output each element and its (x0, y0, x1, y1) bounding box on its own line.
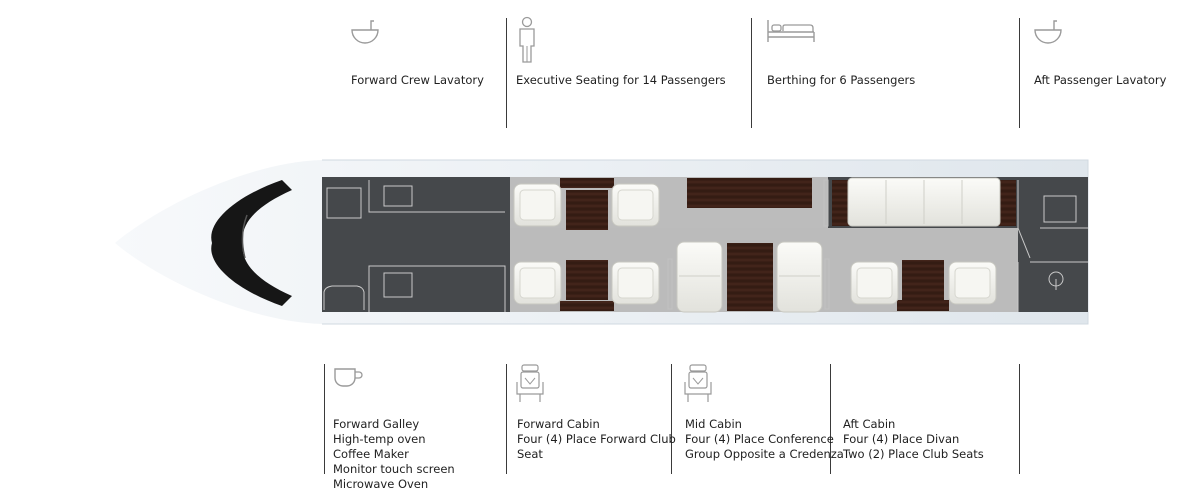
windshield (211, 180, 292, 306)
seat-icon (516, 364, 544, 402)
feature-line: Group Opposite a Credenza (685, 447, 844, 461)
feature-title: Mid Cabin (685, 417, 742, 431)
top-label-berthing: Berthing for 6 Passengers (767, 73, 916, 87)
top-label-forward-crew-lavatory: Forward Crew Lavatory (351, 73, 484, 87)
feature-title: Forward Galley (333, 417, 420, 431)
sink-icon (351, 20, 379, 44)
feature-line: Four (4) Place Forward Club (517, 432, 676, 446)
divider-bottom-3 (671, 364, 672, 474)
seat (513, 261, 562, 305)
bottom-label-mid-cabin: Mid Cabin Four (4) Place Conference Grou… (685, 417, 844, 462)
feature-line: Microwave Oven (333, 477, 429, 491)
seat (611, 183, 660, 227)
seat (611, 261, 660, 305)
aft-lavatory (1017, 180, 1088, 312)
feature-line: Monitor touch screen (333, 462, 455, 476)
divider-top-2 (751, 18, 752, 128)
bottom-label-aft-cabin: Aft Cabin Four (4) Place Divan Two (2) P… (843, 417, 984, 462)
seat (948, 261, 997, 305)
seat (776, 241, 823, 313)
club-seats (513, 183, 997, 313)
feature-line: Seat (517, 447, 543, 461)
bed-icon (767, 20, 815, 42)
top-label-executive-seating: Executive Seating for 14 Passengers (516, 73, 726, 87)
feature-line: Two (2) Place Club Seats (843, 447, 984, 461)
bottom-label-forward-cabin: Forward Cabin Four (4) Place Forward Clu… (517, 417, 676, 462)
divider-bottom-5 (1019, 364, 1020, 474)
seat (513, 183, 562, 227)
top-label-aft-passenger-lavatory: Aft Passenger Lavatory (1034, 73, 1167, 87)
bottom-label-forward-galley: Forward Galley High-temp oven Coffee Mak… (333, 417, 455, 492)
coffee-cup-icon (334, 368, 363, 387)
seat-icon (684, 364, 712, 402)
seat (850, 261, 899, 305)
sink-icon (1034, 20, 1062, 44)
divider-bottom-1 (324, 364, 325, 474)
feature-title: Forward Cabin (517, 417, 600, 431)
feature-line: High-temp oven (333, 432, 426, 446)
divider-top-1 (506, 18, 507, 128)
feature-line: Four (4) Place Conference (685, 432, 834, 446)
forward-lavatory (323, 180, 506, 312)
divan (847, 177, 1001, 227)
seat (676, 241, 723, 313)
divider-top-3 (1019, 18, 1020, 128)
divider-bottom-4 (830, 364, 831, 474)
feature-line: Coffee Maker (333, 447, 409, 461)
person-icon (519, 16, 535, 63)
feature-line: Four (4) Place Divan (843, 432, 960, 446)
divider-bottom-2 (506, 364, 507, 474)
feature-title: Aft Cabin (843, 417, 896, 431)
